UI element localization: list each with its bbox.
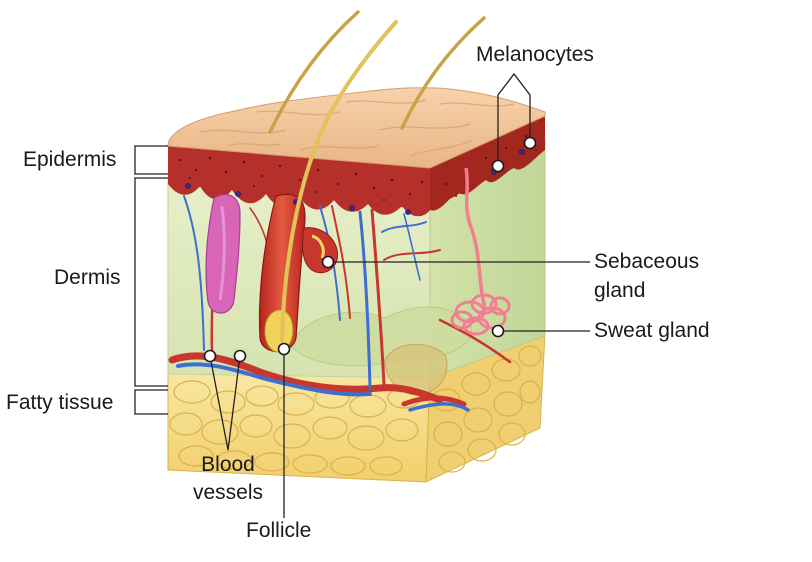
melanocyte-dot-left — [491, 159, 505, 173]
sweat-gland-coil — [450, 293, 511, 336]
melanocytes-leader — [497, 72, 531, 166]
label-blood-vessels-line2: vessels — [192, 481, 264, 504]
hair-strand-center — [280, 20, 398, 342]
hair-bulb — [264, 309, 294, 353]
skin-surface — [167, 87, 546, 169]
label-sebaceous-line1: Sebaceous — [594, 250, 700, 273]
label-epidermis: Epidermis — [23, 148, 117, 171]
hair-strand-right — [400, 16, 486, 130]
melanocyte-dot-right — [523, 136, 537, 150]
epidermis-side — [430, 116, 545, 210]
marker-dots — [203, 136, 537, 363]
follicle-dot — [277, 342, 291, 356]
skin-block — [167, 10, 546, 483]
epidermis-bracket — [134, 145, 168, 175]
label-blood-vessels-line1: Blood — [201, 453, 255, 476]
fatty-tissue-bracket — [134, 389, 168, 415]
label-sebaceous-line2: gland — [594, 279, 646, 302]
blood-vessel-dot-right — [233, 349, 247, 363]
sebaceous-dot — [321, 255, 335, 269]
leader-lines — [134, 72, 590, 518]
sweat-gland-dot — [491, 324, 505, 338]
label-follicle: Follicle — [246, 519, 312, 542]
sweat-gland-duct — [464, 167, 488, 311]
label-fatty-tissue: Fatty tissue — [6, 391, 114, 414]
label-melanocytes: Melanocytes — [476, 43, 594, 66]
dermis-bracket — [134, 177, 168, 387]
blood-vessels-leader — [209, 355, 241, 451]
surface-wrinkles — [199, 99, 515, 157]
label-dermis: Dermis — [54, 266, 121, 289]
hair-strand-left — [268, 10, 360, 134]
blood-vessel-dot-left — [203, 349, 217, 363]
label-sweat-gland: Sweat gland — [594, 319, 710, 342]
dermal-papillae-side — [430, 140, 545, 211]
